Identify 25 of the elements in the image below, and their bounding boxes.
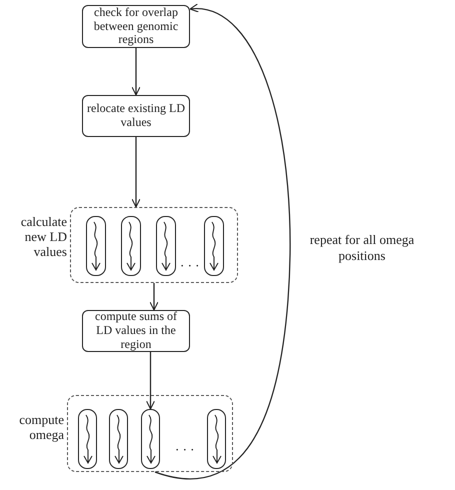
thread-box	[121, 216, 141, 276]
process-box	[82, 5, 190, 48]
group-caption: compute omega	[18, 413, 64, 443]
box-text: check for overlap between genomic regions	[92, 6, 180, 48]
dashed-group-box	[67, 395, 233, 472]
process-box	[82, 95, 190, 137]
ellipsis-text: · · ·	[175, 442, 194, 458]
thread-box	[207, 409, 226, 469]
thread-box	[109, 409, 128, 469]
group-caption: calculate new LD values	[20, 215, 67, 260]
arrow	[146, 352, 156, 410]
thread-box	[78, 409, 97, 469]
thread-box	[141, 409, 160, 469]
arrow	[131, 48, 141, 96]
box-text: relocate existing LD values	[87, 102, 185, 130]
box-text: compute sums of LD values in the region	[94, 310, 178, 352]
arrow	[154, 4, 291, 480]
dashed-group-box	[70, 207, 238, 283]
ellipsis-text: · · ·	[180, 258, 200, 274]
arrow	[131, 137, 141, 208]
process-box	[82, 310, 190, 352]
thread-box	[156, 216, 176, 276]
thread-box	[204, 216, 224, 276]
thread-box	[86, 216, 106, 276]
arrow	[149, 283, 159, 311]
